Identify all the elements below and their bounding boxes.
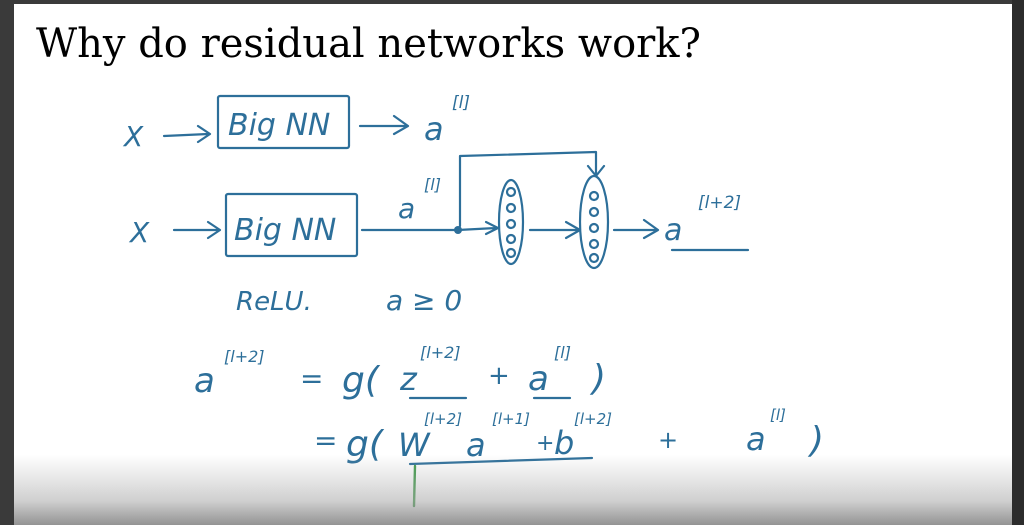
eq2-a: a (466, 426, 486, 464)
row1-bignn-box (216, 94, 351, 150)
skip-label-a: a (398, 192, 415, 225)
row1-arrow-out (358, 114, 410, 136)
eq2-plus1: + (536, 431, 554, 456)
eq2-w: W (398, 426, 431, 464)
eq1-close-paren: ) (589, 358, 606, 399)
row2-arrow-in (172, 220, 222, 240)
note-condition: a ≥ 0 (386, 284, 462, 317)
row1-arrow-in (162, 124, 212, 144)
eq2-a2-sup: [l] (770, 406, 786, 424)
eq2-g: g( (346, 424, 385, 465)
row2-output-superscript: [l+2] (698, 193, 741, 213)
pen-cursor-icon (412, 464, 417, 508)
layer1-to-layer2-arrow (528, 220, 582, 240)
skip-label-superscript: [l] (424, 175, 441, 194)
row2-input-label: X (128, 216, 150, 249)
eq2-b: b (554, 424, 574, 462)
row1-bignn-label: Big NN (228, 108, 330, 143)
row2-bignn-label: Big NN (234, 213, 336, 248)
row1-output-superscript: [l] (452, 93, 470, 113)
layer2-arrow-out (612, 218, 660, 240)
slide: Why do residual networks work? X Big NN … (14, 4, 1012, 525)
layer2-ellipse (578, 174, 610, 270)
eq2-close-paren: ) (807, 420, 824, 461)
video-frame-edge (1012, 0, 1024, 525)
eq1-equals: = (300, 362, 323, 395)
layer1-ellipse (497, 178, 525, 266)
skip-connection-line (458, 150, 606, 228)
eq2-a2: a (746, 420, 766, 458)
eq2-plus2: + (658, 426, 678, 454)
eq2-w-sup: [l+2] (424, 410, 462, 428)
row2-arrow-to-layer1 (456, 220, 500, 236)
row2-output-a: a (664, 213, 682, 248)
eq2-b-sup: [l+2] (574, 410, 612, 428)
eq1-lhs-sup: [l+2] (224, 347, 265, 366)
row2-bignn-box (224, 192, 359, 258)
eq1-lhs-a: a (194, 361, 215, 401)
eq2-a-sup: [l+1] (492, 410, 530, 428)
row1-output-a: a (424, 110, 444, 148)
eq1-z-sup: [l+2] (420, 343, 461, 362)
slide-title: Why do residual networks work? (36, 21, 701, 67)
eq1-plus: + (488, 361, 510, 391)
note-relu: ReLU. (236, 287, 312, 317)
eq1-a: a (528, 359, 549, 399)
layer1-nodes (505, 186, 517, 259)
eq1-z: z (399, 360, 418, 398)
row1-input-label: X (122, 120, 144, 153)
whiteboard-drawing: X Big NN a [l] X Big NN a [l] (122, 93, 824, 508)
eq2-equals: = (314, 424, 337, 457)
eq1-g: g( (342, 360, 381, 401)
layer2-nodes (588, 190, 600, 264)
eq1-a-sup: [l] (554, 343, 571, 362)
